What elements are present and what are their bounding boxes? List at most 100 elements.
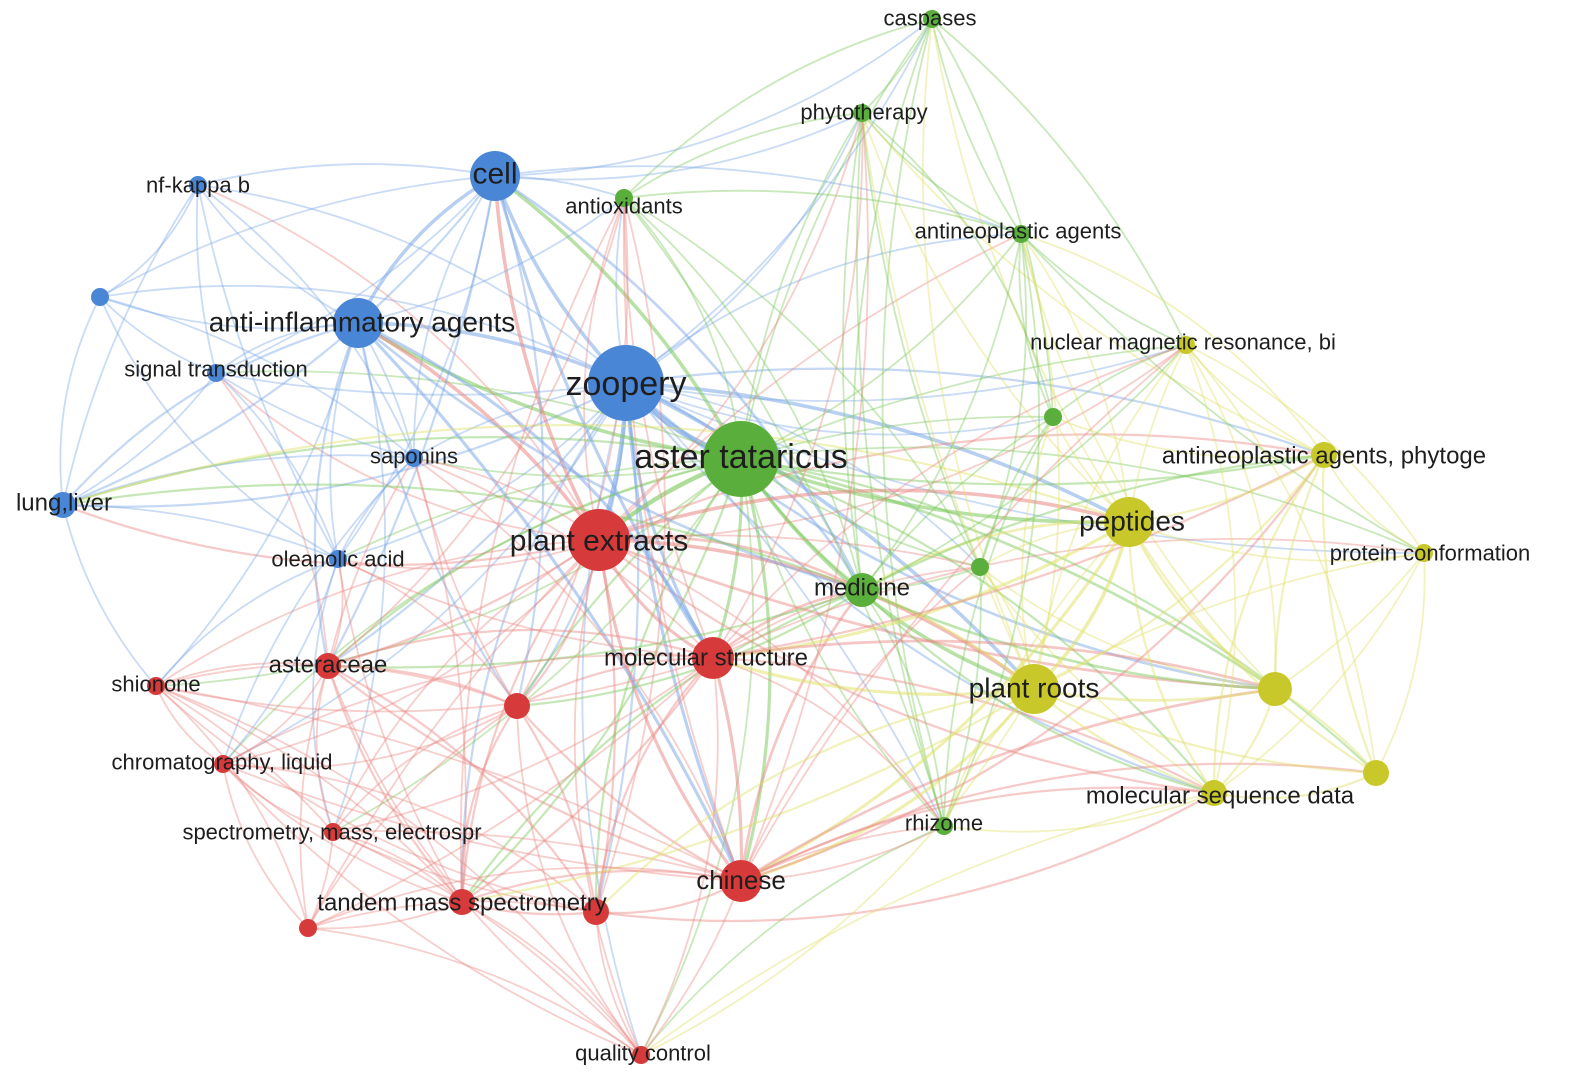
node-antineoPhyto[interactable] [1311,442,1337,468]
edge-antineoplastic-yellowsmall [1020,233,1276,690]
edge-plantext-antineoplastic [598,233,1022,541]
edge-redsmall-chinese [516,705,742,882]
edge-zoopery-quality [581,382,642,1056]
node-molseq[interactable] [1201,780,1227,806]
label-asterT: aster tataricus [634,438,848,476]
edge-zoopery-nmr [625,344,1187,402]
edge-asterT-antineoplastic [740,233,1022,460]
edge-plantext-cell [493,175,601,541]
edge-plantext-spectmass [332,539,600,833]
node-antineoplastic[interactable] [1012,225,1030,243]
edge-zoopery-greensmall1 [625,382,1054,436]
edge-antineoPhyto-protconf [1323,454,1425,554]
edge-chinese-antineoPhyto [740,454,1325,883]
edge-molstruct-molseq [712,656,1215,794]
node-greensmall1[interactable] [1044,408,1062,426]
node-redsmall[interactable] [504,693,530,719]
edge-zoopery-phytotherapy [625,112,863,384]
edge-saponins-lungliver [62,454,415,506]
edge-asteraceae-redsmall2 [327,664,597,913]
edge-antineoplastic-greensmall2 [979,233,1027,568]
node-tandem[interactable] [449,889,475,915]
edge-protconf-yellowsmall [1274,552,1425,690]
edge-chromat-redsmall3 [222,763,309,929]
label-chinese: chinese [696,865,786,895]
node-quality[interactable] [632,1046,650,1064]
node-signal[interactable] [207,364,225,382]
edge-plantext-lungliver [62,503,600,567]
label-plantroots: plant roots [969,673,1100,704]
edge-plantext-redsmall3 [307,539,600,929]
edge-zoopery-greensmall2 [625,382,981,568]
edge-redsmall-redsmall2 [516,705,598,913]
node-redsmall2[interactable] [583,899,609,925]
edge-caspases-nmr [931,18,1187,346]
node-oleanolic[interactable] [329,550,347,568]
edge-antineoplastic-greensmall1 [1018,233,1054,418]
edge-tandem-redsmall3 [307,901,463,930]
edge-signal-saponins [215,372,415,459]
edge-phytotherapy-medicine [842,112,863,591]
node-yellowsmall2[interactable] [1363,760,1389,786]
edge-chinese-molseq [740,786,1215,882]
edge-zoopery-nfkappab [197,184,627,384]
node-lungliver[interactable] [50,492,76,518]
label-oleanolic: oleanolic acid [271,547,404,572]
edge-zoopery-antineoPhyto [625,367,1325,457]
node-greensmall2[interactable] [971,558,989,576]
edge-antioxidants-asteraceae [327,197,625,667]
edge-chinese-rhizome [740,825,945,882]
edge-plantext-antiinflam [357,321,601,542]
edge-antineoplastic-antineoPhyto [1020,233,1325,456]
edge-oleanolic-molstruct [337,558,714,659]
edge-antineoPhyto-molseq [1212,454,1325,794]
edge-caspases-plantroots [922,18,1035,690]
edge-nfkappab-lungliver [62,184,199,506]
edge-redsmall2-molseq [595,792,1215,923]
edge-caspases-peptides [931,18,1130,523]
edge-quality-molseq [640,792,1215,1056]
node-spectmass[interactable] [324,823,342,841]
node-caspases[interactable] [923,10,941,28]
edge-plantroots-yellowsmall2 [1033,687,1377,775]
edge-oleanolic-tandem [337,558,463,903]
node-asteraceae[interactable] [315,653,341,679]
edge-asteraceae-spectmass [315,665,334,833]
node-asterT[interactable] [703,421,779,497]
node-antiinflam[interactable] [333,298,383,348]
node-molstruct[interactable] [692,637,734,679]
node-plantroots[interactable] [1009,664,1059,714]
node-chinese[interactable] [720,860,762,902]
node-plantext[interactable] [568,509,630,571]
edge-spectmass-quality [332,831,642,1056]
edge-medicine-asteraceae [327,588,863,669]
edge-antineoplastic-medicine [861,233,1022,591]
edge-rhizome-peptides [943,521,1130,827]
edge-antioxidants-tandem [459,197,625,903]
edge-plantext-greensmall2 [598,534,981,568]
node-rhizome[interactable] [935,817,953,835]
node-protconf[interactable] [1415,544,1433,562]
node-bluesmall[interactable] [91,288,109,306]
node-nmr[interactable] [1177,336,1195,354]
node-yellowsmall[interactable] [1258,672,1292,706]
node-zoopery[interactable] [588,345,664,421]
edge-plantext-yellowsmall [598,538,1276,691]
node-peptides[interactable] [1104,497,1154,547]
node-antioxidants[interactable] [615,189,633,207]
edge-chromat-spectmass [222,763,334,833]
node-nfkappab[interactable] [189,176,207,194]
edge-asterT-protconf [740,446,1425,554]
node-medicine[interactable] [845,573,879,607]
node-cell[interactable] [470,151,520,201]
label-quality: quality control [575,1041,711,1066]
node-chromat[interactable] [214,755,232,773]
node-saponins[interactable] [405,449,423,467]
node-redsmall3[interactable] [299,919,317,937]
node-phytotherapy[interactable] [853,104,871,122]
edge-redsmall-spectmass [332,705,518,833]
edge-spectmass-tandem [332,831,463,903]
edge-molstruct-redsmall [516,656,714,707]
node-shionone[interactable] [147,677,165,695]
